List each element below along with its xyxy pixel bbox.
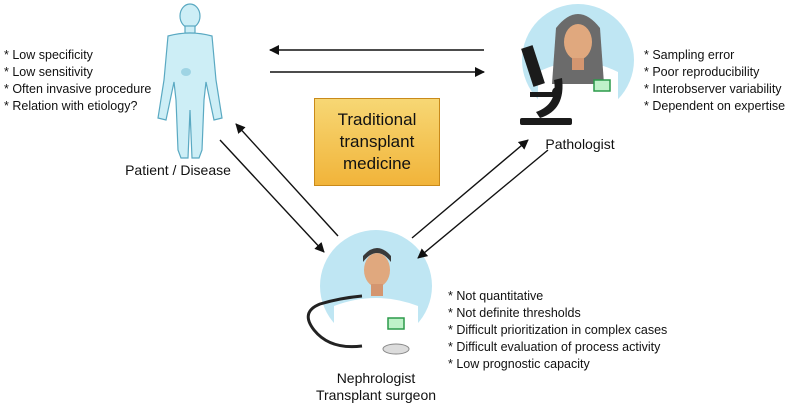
patient-label: Patient / Disease [125,162,231,178]
nephrologist-label: Nephrologist Transplant surgeon [296,370,456,404]
center-line: transplant [339,132,415,151]
arrow-nephrologist-to-pathologist [411,139,529,239]
patient-limitation-item: * Low specificity [4,48,93,62]
center-line: medicine [342,154,412,173]
pathologist-label: Pathologist [545,136,615,152]
human-body-icon [157,3,223,159]
pathologist-limitation-item: * Dependent on expertise [644,99,786,113]
nephrologist-label-line: Transplant surgeon [315,387,437,403]
patient-limitation-item: * Low sensitivity [4,65,93,79]
nephrologist-limitation-item: * Not quantitative [448,289,544,303]
patient-limitation-item: * Often invasive procedure [4,82,152,96]
nephrologist-label-line: Nephrologist [336,370,416,386]
nephrologist-limitation-item: * Difficult evaluation of process activi… [448,340,661,354]
pathologist-avatar [522,4,634,116]
pathologist-limitation-item: * Interobserver variability [644,82,782,96]
nephrologist-limitation-item: * Not definite thresholds [448,306,581,320]
arrow-pathologist-to-nephrologist [417,149,549,259]
arrow-patient-to-nephrologist [219,139,325,253]
nephrologist-limitations: * Not quantitative * Not definite thresh… [448,288,667,373]
nephrologist-limitation-item: * Low prognostic capacity [448,357,590,371]
center-line: Traditional [337,110,417,129]
pathologist-limitation-item: * Sampling error [644,48,735,62]
arrows [219,45,549,259]
patient-limitation-item: * Relation with etiology? [4,99,138,113]
nephrologist-limitation-item: * Difficult prioritization in complex ca… [448,323,668,337]
pathologist-limitation-item: * Poor reproducibility [644,65,760,79]
pathologist-limitations: * Sampling error * Poor reproducibility … [644,47,785,115]
arrow-nephrologist-to-patient [235,123,339,237]
nephrologist-avatar [306,230,432,355]
microscope-icon [520,45,572,125]
center-box: Traditional transplant medicine [314,98,440,186]
patient-limitations: * Low specificity * Low sensitivity * Of… [4,47,151,115]
